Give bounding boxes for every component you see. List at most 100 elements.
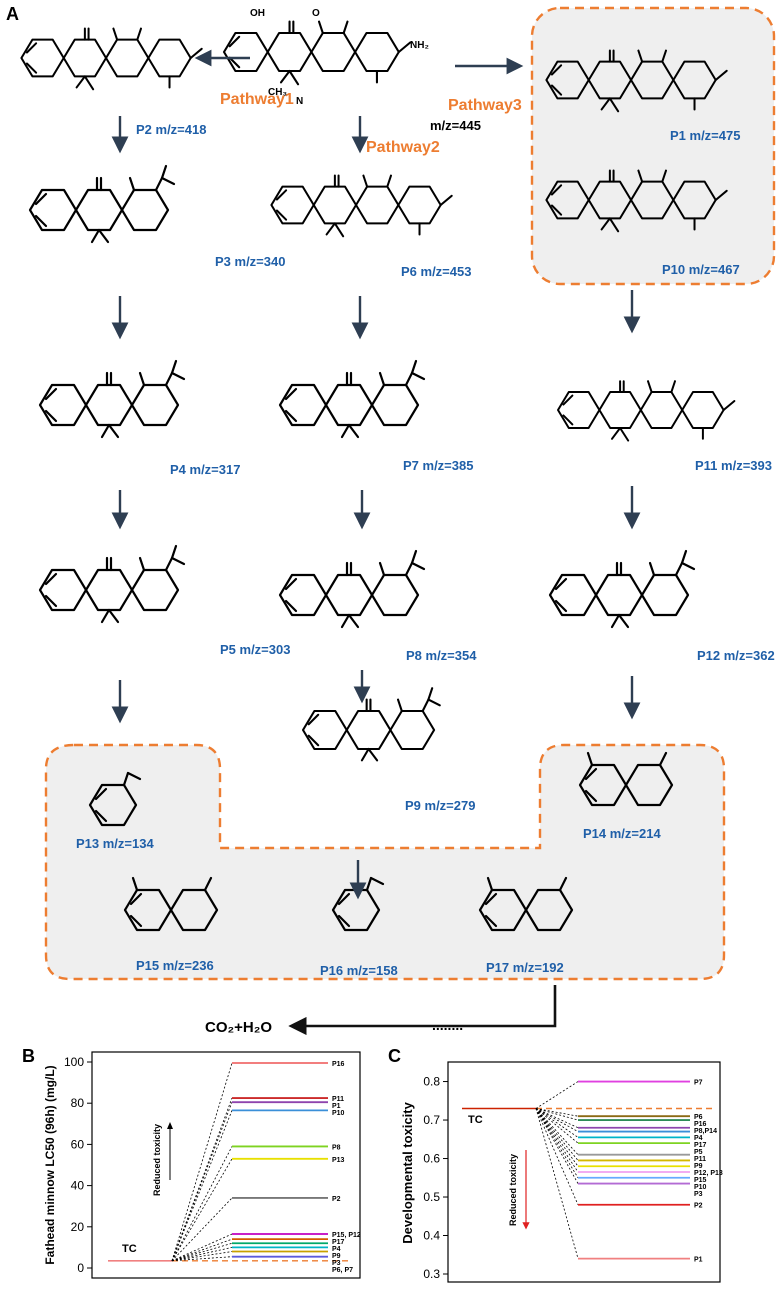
series-label: P3 [332, 1260, 341, 1267]
chart-c-annotation: Reduced toxicity [508, 1154, 518, 1226]
connector-line [535, 1081, 579, 1109]
y-tick-label: 0.8 [423, 1075, 440, 1089]
caption-p3: P3 m/z=340 [215, 254, 285, 269]
series-label: P17 [332, 1239, 345, 1246]
series-label: P4 [694, 1135, 703, 1142]
molecule-p3 [28, 164, 176, 244]
chart-c-reference-label: TC [468, 1114, 483, 1126]
chart-c: Developmental toxicity Reduced toxicity … [400, 1061, 723, 1283]
connector-line [171, 1233, 233, 1262]
series-label: P12, P13 [694, 1170, 723, 1177]
series-label: P1 [694, 1257, 703, 1264]
caption-p15: P15 m/z=236 [136, 958, 214, 973]
series-label: P8,P14 [694, 1128, 717, 1135]
connector-line [171, 1102, 233, 1261]
series-label: P2 [694, 1203, 703, 1210]
chart-c-ylabel: Developmental toxicity [400, 1101, 415, 1243]
molecule-p8 [278, 549, 426, 629]
y-tick-label: 0.6 [423, 1152, 440, 1166]
series-label: P17 [694, 1142, 707, 1149]
chart-b-annotation: Reduced toxicity [152, 1124, 162, 1196]
caption-p12: P12 m/z=362 [697, 648, 775, 663]
atom-n-label: N [296, 96, 303, 107]
series-label: P9 [332, 1253, 341, 1260]
panel-label-a: A [6, 4, 19, 24]
caption-p4: P4 m/z=317 [170, 462, 240, 477]
caption-p14: P14 m/z=214 [583, 826, 661, 841]
series-label: P8 [332, 1144, 341, 1151]
caption-p9: P9 m/z=279 [405, 798, 475, 813]
connector-line [535, 1108, 579, 1259]
molecule-p6 [270, 174, 453, 238]
y-tick-label: 0.3 [423, 1267, 440, 1281]
pathway1-label: Pathway1 [220, 91, 294, 108]
panel-label-b: B [22, 1046, 35, 1066]
series-label: P7 [694, 1080, 703, 1087]
connector-line [535, 1108, 579, 1178]
caption-p13: P13 m/z=134 [76, 836, 154, 851]
caption-p16: P16 m/z=158 [320, 963, 398, 978]
molecule-p11 [557, 380, 736, 442]
connector-line [535, 1108, 579, 1155]
y-tick-label: 40 [71, 1179, 85, 1193]
series-label: P4 [332, 1246, 341, 1253]
atom-ch3-label: CH₃ [268, 87, 287, 98]
molecule-p4 [38, 359, 186, 439]
caption-p6: P6 m/z=453 [401, 264, 471, 279]
caption-p17: P17 m/z=192 [486, 960, 564, 975]
atom-o-label: O [312, 8, 320, 19]
pathway2-label: Pathway2 [366, 139, 440, 156]
panel-label-c: C [388, 1046, 401, 1066]
y-tick-label: 0.4 [423, 1229, 440, 1243]
connector-line [535, 1108, 579, 1161]
connector-line [171, 1062, 233, 1261]
connector-line [535, 1108, 579, 1173]
ellipsis-label: ........ [432, 1017, 463, 1033]
molecule-p2 [20, 27, 203, 91]
caption-p10: P10 m/z=467 [662, 262, 740, 277]
y-tick-label: 20 [71, 1220, 85, 1234]
connector-line [535, 1108, 579, 1144]
series-label: P5 [694, 1149, 703, 1156]
connector-line [171, 1146, 233, 1261]
y-tick-label: 80 [71, 1096, 85, 1110]
molecule-p12 [548, 549, 696, 629]
molecule-p5 [38, 544, 186, 624]
connector-line [171, 1242, 233, 1262]
connector-line [171, 1197, 233, 1262]
series-label: P1 [332, 1103, 341, 1110]
terminal-products-box [44, 743, 726, 981]
chart-b-reference-label: TC [122, 1243, 137, 1255]
connector-line [535, 1108, 579, 1121]
series-label: P13 [332, 1157, 345, 1164]
connector-line [171, 1238, 233, 1262]
series-label: P3 [694, 1191, 703, 1198]
series-label: P11 [694, 1156, 706, 1163]
caption-p7: P7 m/z=385 [403, 458, 473, 473]
connector-line [535, 1108, 579, 1117]
series-label: P15 [694, 1177, 707, 1184]
reaction-arrows [111, 49, 641, 900]
co2-h2o-label: CO₂+H₂O [205, 1019, 272, 1036]
y-tick-label: 100 [64, 1055, 84, 1069]
pathway3-label: Pathway3 [448, 97, 522, 114]
series-label: P15, P12 [332, 1232, 361, 1239]
series-label: P9 [694, 1163, 703, 1170]
caption-p1: P1 m/z=475 [670, 128, 740, 143]
caption-p2: P2 m/z=418 [136, 122, 206, 137]
connector-line [171, 1110, 233, 1261]
connector-line [535, 1108, 579, 1205]
caption-p5: P5 m/z=303 [220, 642, 290, 657]
series-label: P16 [694, 1121, 707, 1128]
series-label: P16 [332, 1061, 345, 1068]
caption-p11: P11 m/z=393 [695, 458, 772, 473]
parent-molecule [222, 20, 412, 86]
series-label: P10 [694, 1184, 707, 1191]
y-tick-label: 60 [71, 1137, 85, 1151]
atom-oh-label: OH [250, 8, 265, 19]
molecule-p9 [301, 687, 441, 762]
caption-p8: P8 m/z=354 [406, 648, 477, 663]
molecule-p7 [278, 359, 426, 439]
mineralization-arrow [288, 985, 557, 1036]
